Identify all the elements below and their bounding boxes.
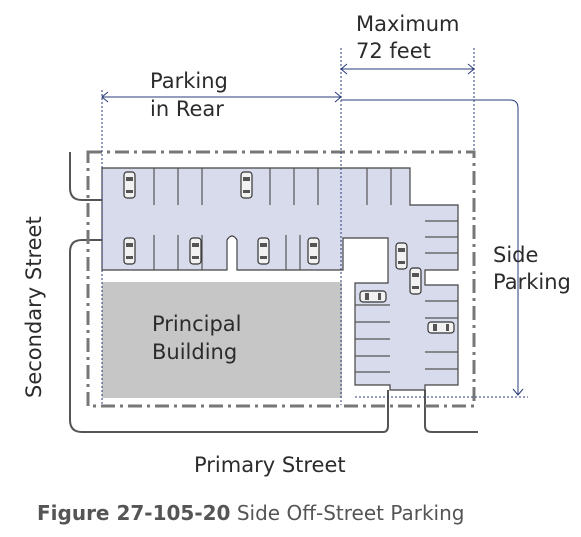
car-icon [123, 171, 136, 199]
car-icon [307, 237, 320, 265]
car-icon [427, 321, 455, 334]
car-icon [123, 237, 136, 265]
rear-parking-label-2: in Rear [150, 97, 224, 121]
parking-area [101, 167, 459, 391]
car-icon [395, 242, 408, 270]
side-parking-label-2: Parking [493, 270, 571, 294]
building-label-2: Building [152, 340, 237, 364]
car-icon [359, 290, 387, 303]
car-windows [126, 177, 449, 331]
street-curbs [69, 152, 478, 433]
side-parking-label-1: Side [493, 243, 538, 267]
maximum-label: Maximum [356, 12, 459, 36]
rear-parking-label-1: Parking [150, 69, 228, 93]
stall-lines [153, 168, 458, 373]
distance-label: 72 feet [356, 39, 431, 63]
figure-caption: Figure 27-105-20 Side Off-Street Parking [37, 501, 464, 525]
property-line [86, 150, 476, 408]
principal-building [102, 282, 342, 398]
figure-title: Side Off-Street Parking [236, 501, 465, 525]
car-icon [189, 237, 202, 265]
car-icon [409, 267, 422, 295]
dimension-arrows [101, 63, 524, 396]
figure-number: Figure 27-105-20 [37, 501, 231, 525]
primary-street-label: Primary Street [194, 453, 346, 477]
car-icon [257, 237, 270, 265]
car-icon [240, 171, 253, 199]
building-label-1: Principal [152, 312, 242, 336]
secondary-street-label: Secondary Street [22, 216, 46, 398]
